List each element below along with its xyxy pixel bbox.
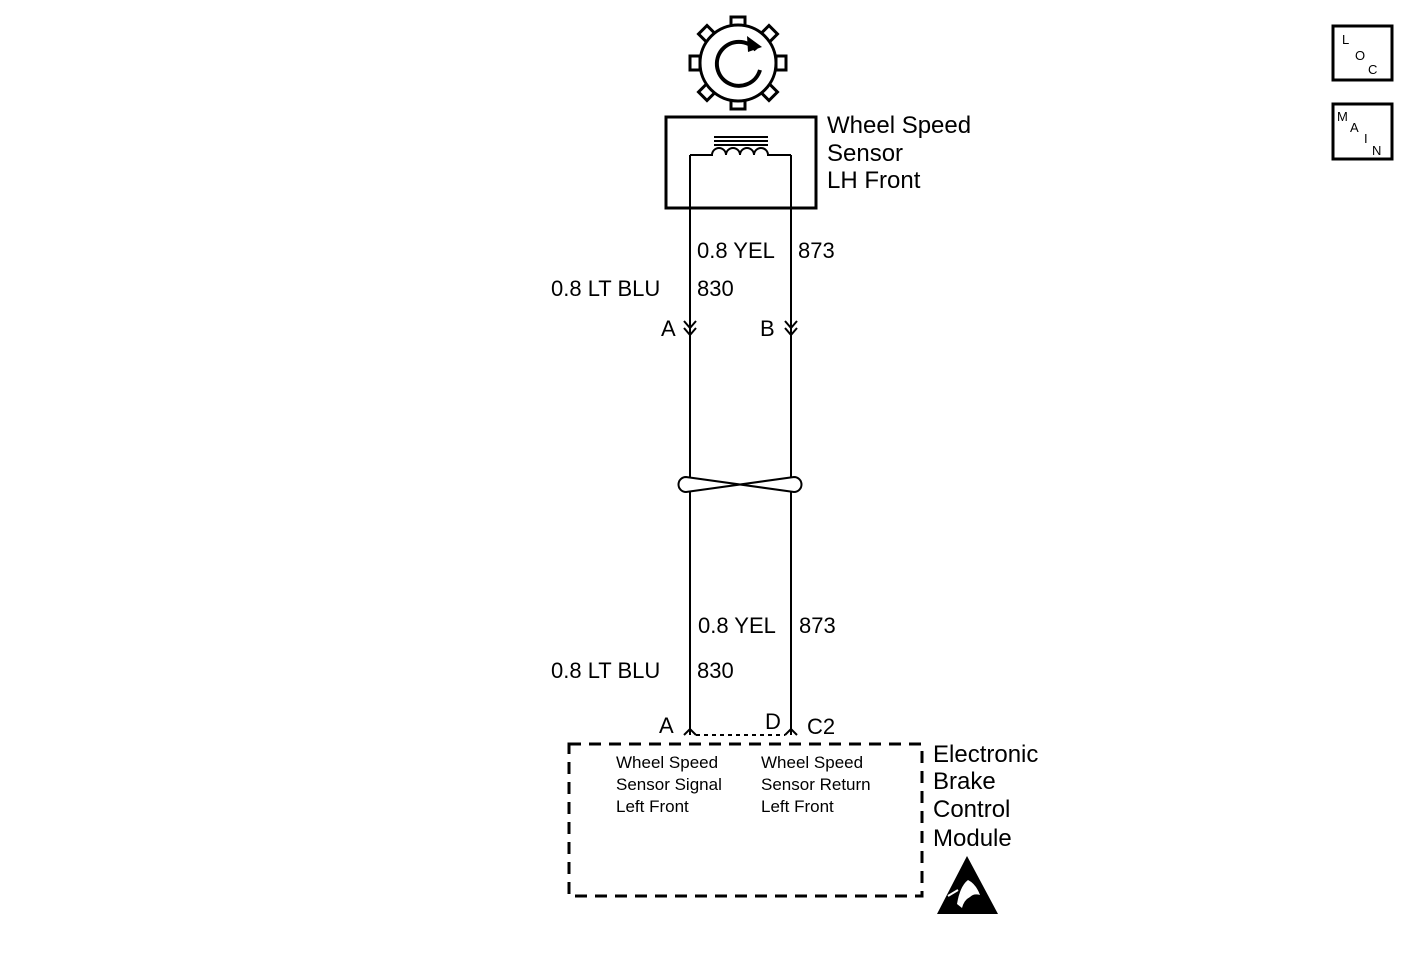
module-input-a-line3: Left Front	[616, 797, 689, 816]
wire-bottom-blu-label: 0.8 LT BLU	[551, 658, 660, 683]
main-letter-i: I	[1364, 131, 1368, 146]
sensor-label-line1: Wheel Speed	[827, 112, 971, 139]
module-input-d-line2: Sensor Return	[761, 775, 871, 794]
module-label-line1: Electronic	[933, 741, 1038, 768]
esd-warning-icon	[937, 856, 998, 914]
connector-bottom-id: C2	[807, 714, 835, 739]
module-input-a-line2: Sensor Signal	[616, 775, 722, 794]
wire-bottom-blu-circuit: 830	[697, 658, 734, 683]
module-input-d-line3: Left Front	[761, 797, 834, 816]
connector-top-pin-b-icon	[784, 320, 798, 337]
wire-top-yel-circuit: 873	[798, 238, 835, 263]
wheel-speed-sensor-box	[664, 115, 818, 210]
twisted-pair-icon	[677, 476, 803, 493]
connector-top-pin-b: B	[760, 316, 775, 341]
connector-top-pin-a: A	[661, 316, 676, 341]
wire-top-yel-label: 0.8 YEL	[697, 238, 775, 263]
main-button[interactable]: M A I N	[1331, 102, 1394, 161]
loc-letter-l: L	[1342, 32, 1349, 47]
module-input-a-line1: Wheel Speed	[616, 753, 718, 772]
wire-bottom-yel-label: 0.8 YEL	[698, 613, 776, 638]
main-letter-m: M	[1337, 109, 1348, 124]
module-label-line2: Brake	[933, 768, 996, 795]
connector-top-pin-a-icon	[683, 320, 697, 337]
loc-letter-c: C	[1368, 62, 1377, 77]
main-letter-n: N	[1372, 143, 1381, 158]
connector-bottom-pin-d: D	[765, 709, 781, 734]
loc-letter-o: O	[1355, 48, 1365, 63]
module-input-d-line1: Wheel Speed	[761, 753, 863, 772]
loc-button[interactable]: L O C	[1331, 24, 1394, 82]
connector-bottom-pin-a: A	[659, 713, 674, 738]
tone-wheel-icon	[688, 15, 788, 111]
sensor-label-line3: LH Front	[827, 167, 921, 194]
wire-bottom-yel-circuit: 873	[799, 613, 836, 638]
sensor-coil-icon	[690, 136, 791, 156]
module-label-line3: Control	[933, 796, 1010, 823]
module-label-line4: Module	[933, 825, 1012, 852]
main-letter-a: A	[1350, 120, 1359, 135]
connector-bottom-pins-icon	[683, 727, 798, 736]
ebcm-module-box	[567, 742, 924, 898]
wire-top-blu-circuit: 830	[697, 276, 734, 301]
wire-top-blu-label: 0.8 LT BLU	[551, 276, 660, 301]
sensor-label-line2: Sensor	[827, 140, 903, 167]
